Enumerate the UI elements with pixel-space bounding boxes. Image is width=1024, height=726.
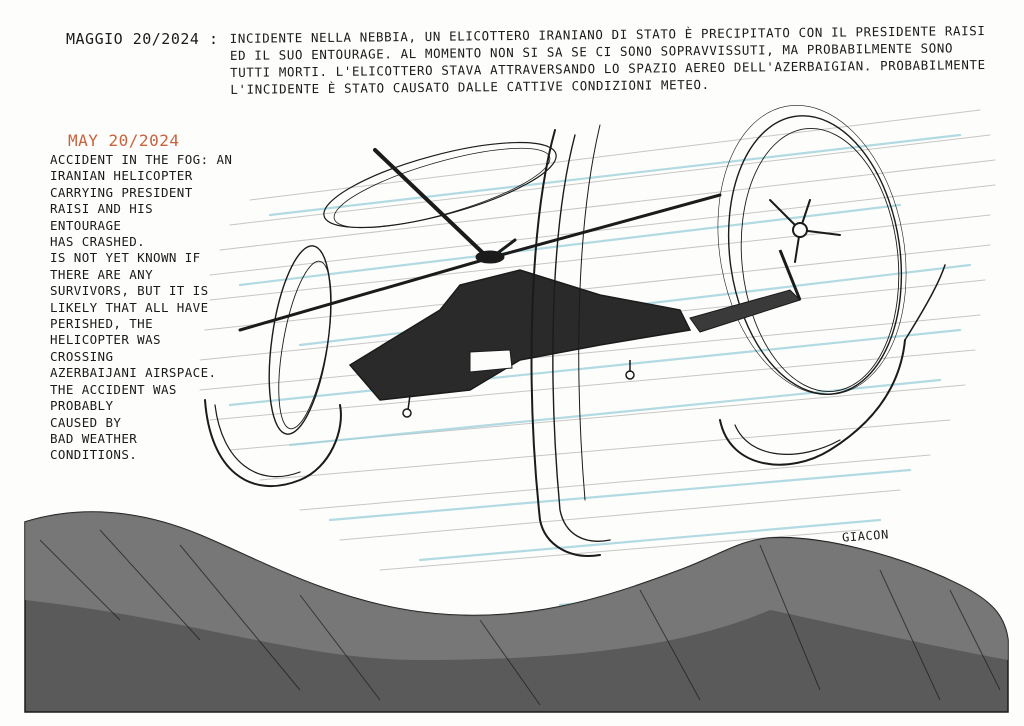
english-line: BAD WEATHER bbox=[50, 430, 138, 446]
mountain-landscape bbox=[24, 511, 1009, 713]
english-line: ENTOURAGE bbox=[50, 217, 122, 233]
english-date: MAY 20/2024 bbox=[68, 131, 180, 150]
english-line: THE ACCIDENT WAS bbox=[50, 381, 177, 397]
english-line: CONDITIONS. bbox=[50, 447, 138, 463]
tail-rotor bbox=[769, 199, 841, 263]
english-line: SURVIVORS, BUT IT IS bbox=[50, 283, 209, 299]
helicopter-body bbox=[348, 249, 802, 418]
english-line: ACCIDENT IN THE FOG: AN bbox=[50, 152, 233, 167]
english-line: CROSSING bbox=[50, 348, 114, 364]
motion-swirls bbox=[204, 124, 946, 557]
english-line: AZERBAIJANI AIRSPACE. bbox=[50, 365, 217, 381]
english-line: PROBABLY bbox=[50, 398, 114, 414]
english-line: HAS CRASHED. bbox=[50, 234, 146, 250]
english-line: CAUSED BY bbox=[50, 414, 122, 430]
italian-date: MAGGIO 20/2024 : bbox=[66, 30, 219, 48]
english-line: CARRYING PRESIDENT bbox=[50, 184, 193, 200]
main-rotor bbox=[238, 148, 722, 332]
english-line: RAISI AND HIS bbox=[50, 201, 154, 217]
rotor-blur bbox=[268, 105, 907, 435]
english-line: IRANIAN HELICOPTER bbox=[50, 168, 193, 184]
english-line: IS NOT YET KNOWN IF bbox=[50, 250, 201, 266]
italian-text: INCIDENTE NELLA NEBBIA, UN ELICOTTERO IR… bbox=[229, 23, 986, 97]
english-text: ACCIDENT IN THE FOG: AN IRANIAN HELICOPT… bbox=[50, 152, 290, 464]
english-line: PERISHED, THE bbox=[50, 316, 154, 332]
english-line: LIKELY THAT ALL HAVE bbox=[50, 299, 209, 315]
english-line: THERE ARE ANY bbox=[50, 266, 154, 282]
english-line: HELICOPTER WAS bbox=[50, 332, 161, 348]
